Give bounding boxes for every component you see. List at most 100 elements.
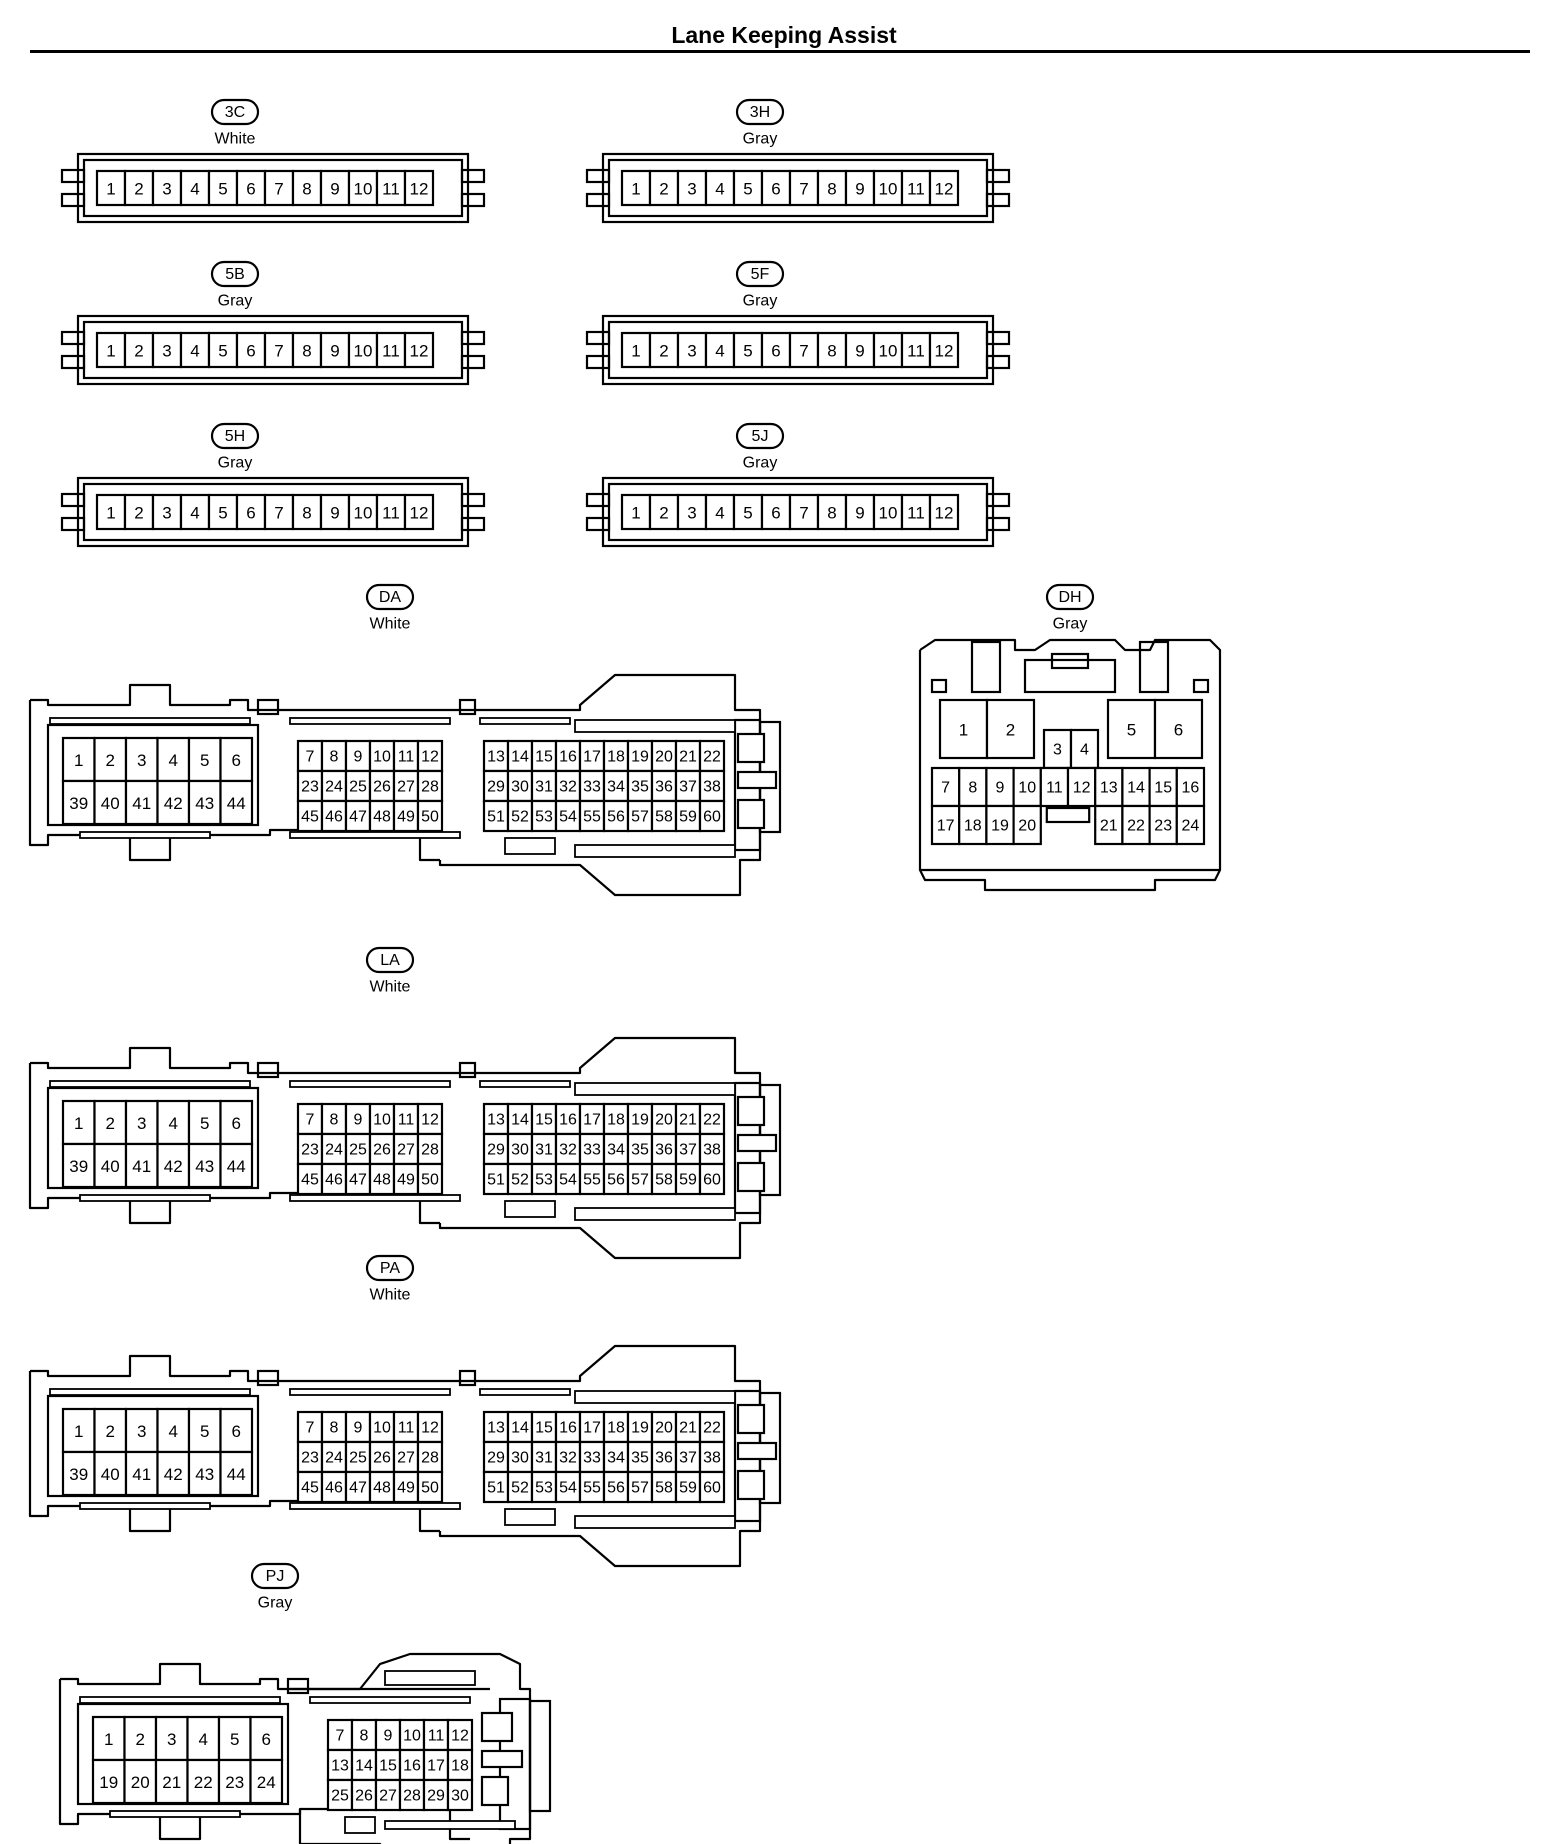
pin-number: 11 [382,180,400,199]
title-rule [30,50,1530,53]
pin-number: 54 [559,1172,577,1189]
pin-number: 11 [398,1112,415,1129]
pin-number: 44 [227,1157,246,1176]
pin-number: 30 [511,1450,529,1467]
pin-number: 34 [607,1142,625,1159]
latch-slot [384,1670,476,1686]
pin-cell [676,331,708,369]
pin-number: 44 [227,794,246,813]
pin-cell [506,1162,534,1196]
pin-number: 2 [134,180,143,199]
latch-slot [79,1194,211,1202]
pin-cell [187,779,222,826]
pin-cell [219,1142,254,1189]
pin-cell [320,1162,348,1196]
housing-outline [30,683,435,712]
latch-slot [504,1200,556,1218]
pin-number: 45 [301,809,319,826]
pin-cell [530,799,558,833]
pin-cell [263,169,295,207]
pin-number: 12 [421,1420,439,1437]
pin-number: 10 [879,342,898,361]
outline-part [460,354,486,370]
pin-cell [578,799,606,833]
pin-number: 30 [511,779,529,796]
pin-number: 13 [487,1112,505,1129]
connector-code: DA [379,589,402,606]
pin-cell [446,1718,474,1752]
pin-cell [344,1470,372,1504]
pin-number: 26 [373,1450,391,1467]
pin-number: 19 [991,818,1009,835]
pin-number: 23 [301,1142,319,1159]
pin-number: 3 [167,1730,176,1749]
latch-slot [574,1515,736,1529]
pin-cell [928,169,960,207]
pin-number: 54 [559,809,577,826]
pin-cell [698,1102,726,1136]
pin-cell [506,1132,534,1166]
outline-part [1050,652,1090,670]
pin-cell [704,493,736,531]
side-key [736,1095,766,1127]
pin-number: 4 [199,1730,208,1749]
latch-slot [574,844,736,858]
pin-cell [626,1102,654,1136]
pin-cell [344,1162,372,1196]
pin-number: 29 [487,1142,505,1159]
pin-number: 20 [655,749,673,766]
pin-number: 15 [1154,780,1172,797]
pin-cell [344,1410,372,1444]
pin-number: 54 [559,1480,577,1497]
pin-number: 16 [559,749,577,766]
pin-cell [416,739,444,773]
connector-code: 5H [225,428,245,445]
latch-slot [49,1388,251,1396]
pin-number: 38 [703,779,721,796]
pin-number: 36 [655,779,673,796]
pin-number: 53 [535,1480,553,1497]
pin-number: 28 [421,1142,439,1159]
pin-cell [872,169,904,207]
outline-part [585,168,611,184]
pin-number: 59 [679,809,697,826]
pin-number: 47 [349,1172,367,1189]
pin-cell [578,1102,606,1136]
latch-slot [49,717,251,725]
latch-slot [574,1082,736,1096]
latch-slot [289,717,451,725]
pin-number: 25 [331,1788,349,1805]
pin-number: 26 [373,1142,391,1159]
pin-number: 2 [106,1114,115,1133]
pin-cell [530,769,558,803]
pin-cell [760,331,792,369]
pin-number: 45 [301,1172,319,1189]
pin-cell [375,331,407,369]
pin-number: 43 [195,1157,214,1176]
outline-part [585,492,611,508]
side-key [736,1161,766,1193]
pin-number: 32 [559,779,577,796]
pin-number: 47 [349,809,367,826]
pin-number: 1 [74,751,83,770]
pin-number: 24 [325,779,343,796]
pin-cell [123,1758,158,1805]
pin-number: 21 [679,749,697,766]
pin-cell [219,1450,254,1497]
pin-number: 2 [136,1730,145,1749]
pin-number: 13 [487,1420,505,1437]
latch-slot [479,1080,571,1088]
outline-part [256,698,280,716]
pin-number: 13 [331,1758,349,1775]
pin-cell [61,1142,96,1189]
connector-code-badge [365,1254,415,1282]
connector-code-badge [1045,583,1095,611]
pin-cell [235,493,267,531]
pin-number: 6 [232,751,241,770]
pin-cell [674,1410,702,1444]
pin-cell [844,331,876,369]
pin-number: 25 [349,1142,367,1159]
